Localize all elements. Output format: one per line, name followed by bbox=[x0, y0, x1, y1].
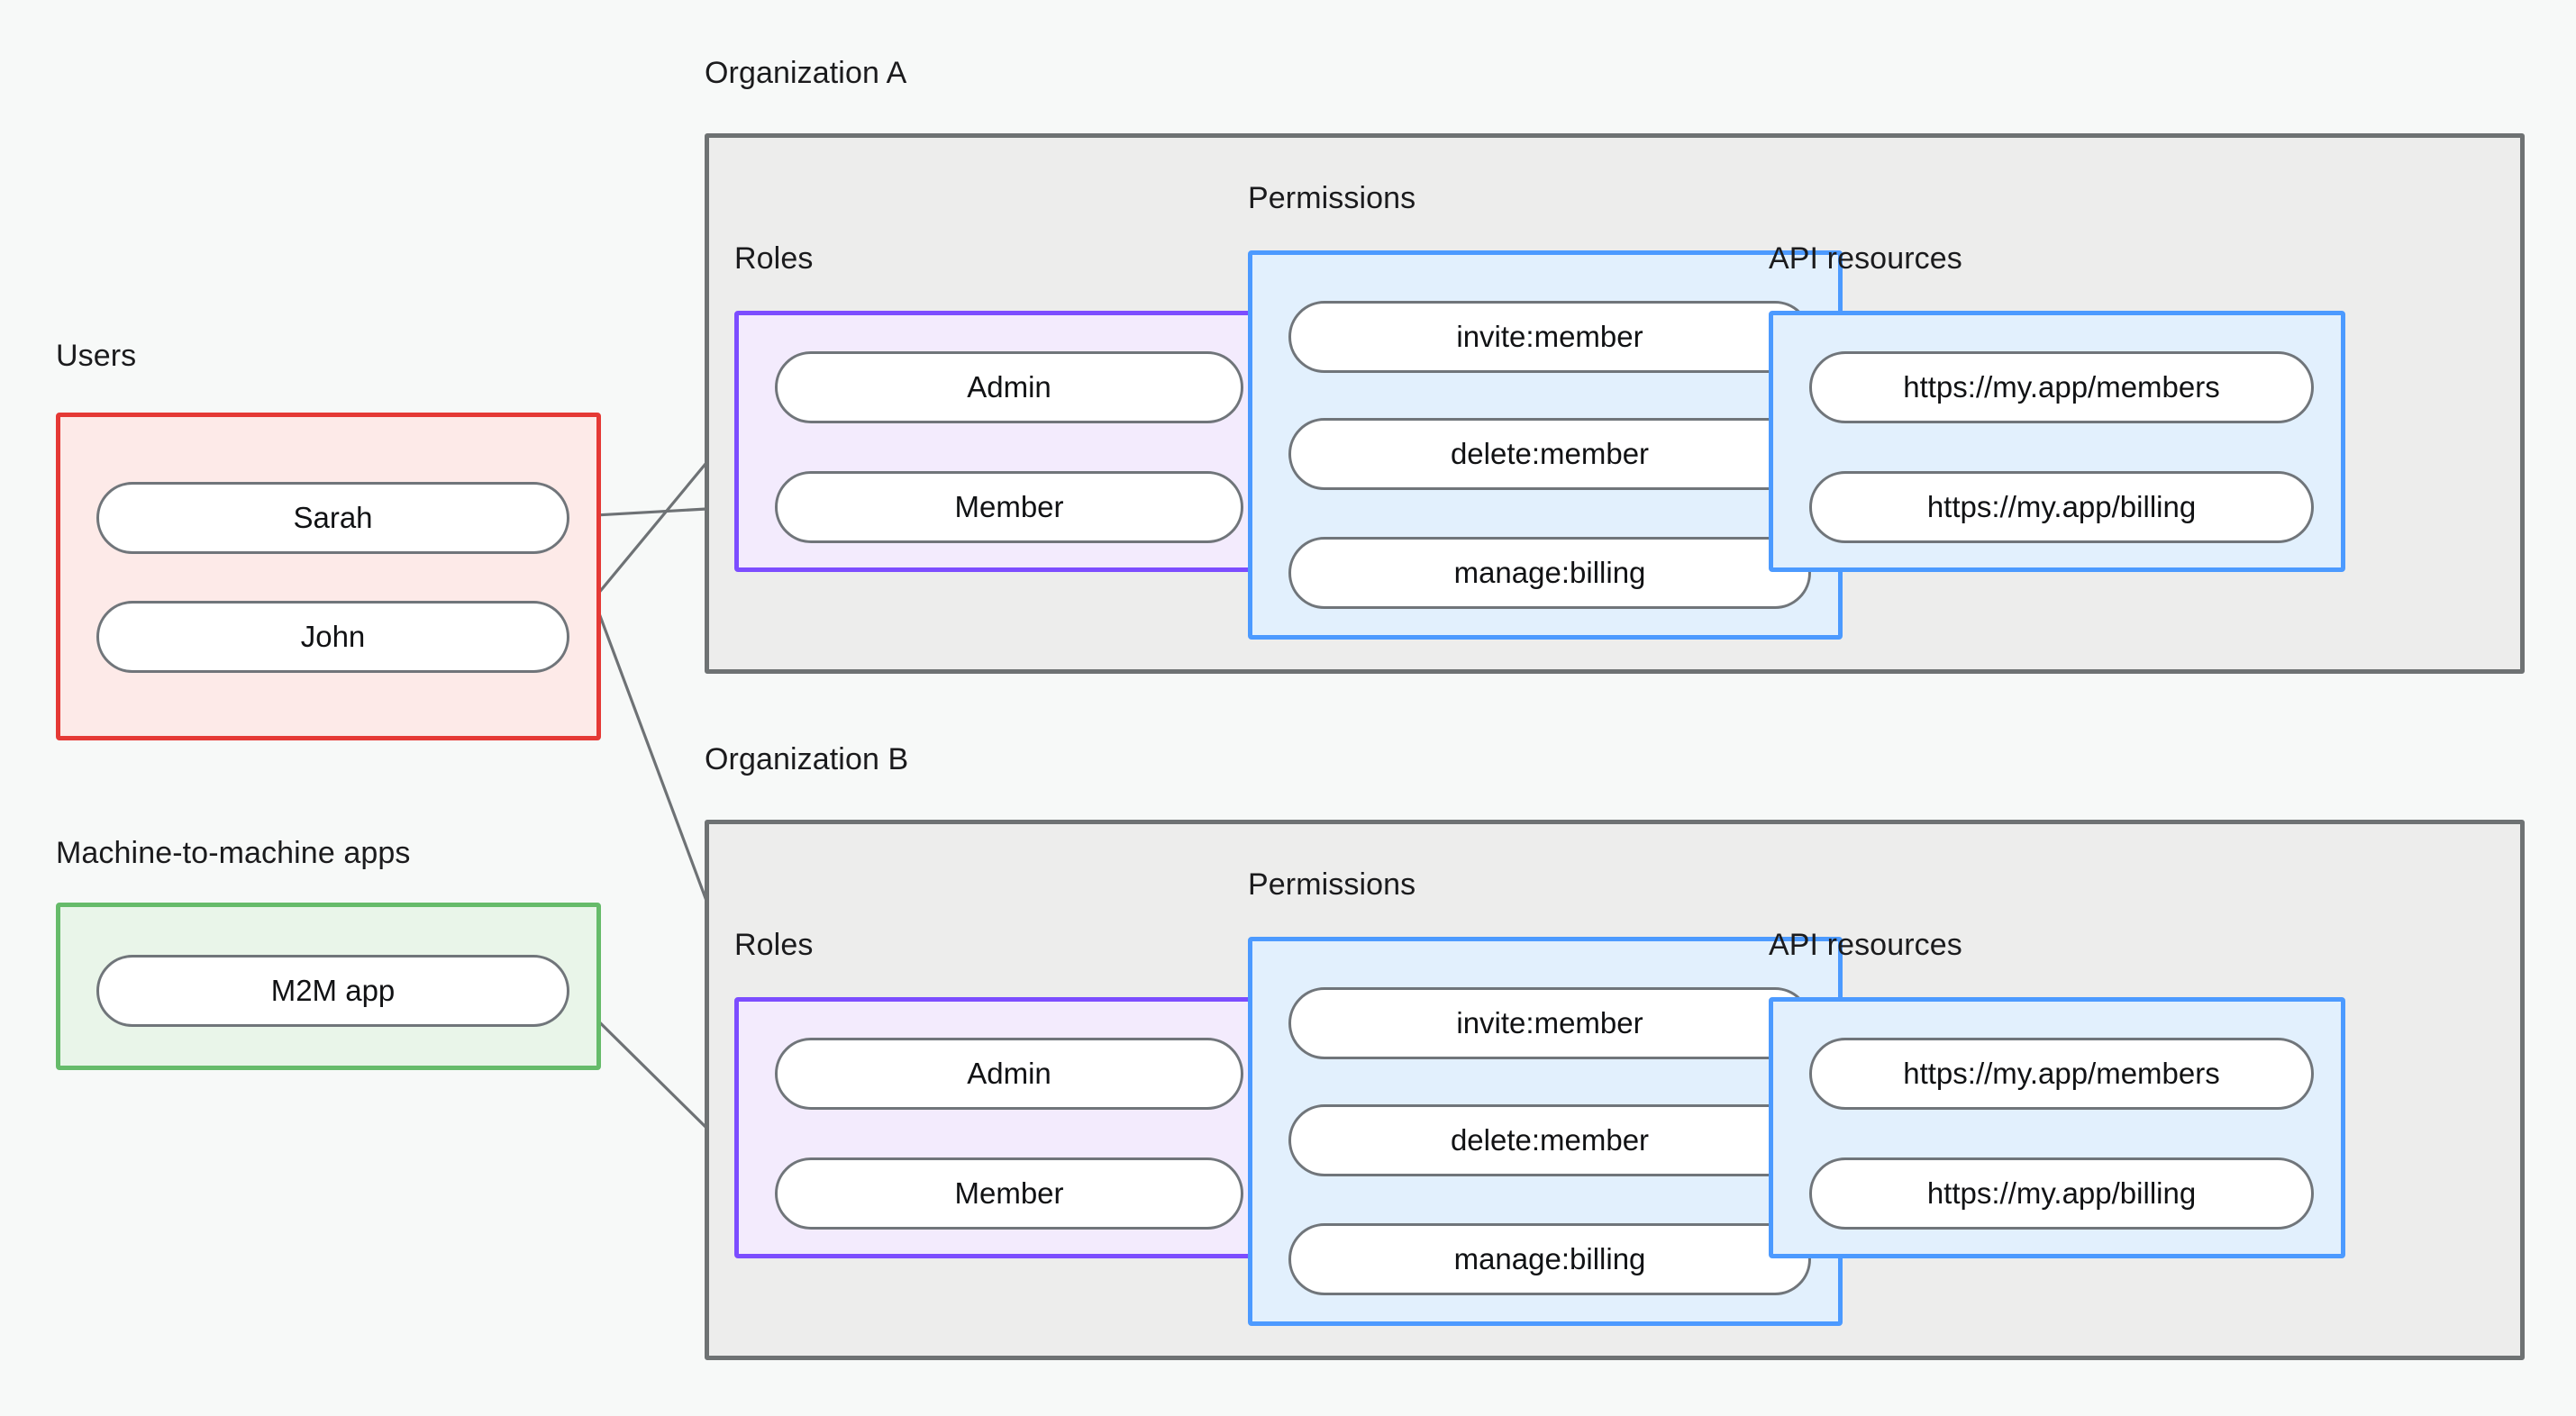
org-b-api-billing[interactable]: https://my.app/billing bbox=[1809, 1157, 2314, 1230]
org-b-api-caption: API resources bbox=[1769, 928, 1962, 962]
user-node-john[interactable]: John bbox=[96, 601, 569, 673]
org-b-role-admin[interactable]: Admin bbox=[775, 1038, 1243, 1110]
org-a-permissions-container: invite:member delete:member manage:billi… bbox=[1248, 250, 1843, 640]
org-b-permission-manage-billing[interactable]: manage:billing bbox=[1288, 1223, 1811, 1295]
org-a-permission-invite-member[interactable]: invite:member bbox=[1288, 301, 1811, 373]
org-a-permission-manage-billing[interactable]: manage:billing bbox=[1288, 537, 1811, 609]
org-b-permissions-caption: Permissions bbox=[1248, 867, 1416, 902]
org-b-permissions-container: invite:member delete:member manage:billi… bbox=[1248, 937, 1843, 1326]
m2m-caption: Machine-to-machine apps bbox=[56, 836, 411, 870]
org-a-roles-container: Admin Member bbox=[734, 311, 1275, 572]
org-b-api-container: https://my.app/members https://my.app/bi… bbox=[1769, 997, 2345, 1258]
org-a-api-container: https://my.app/members https://my.app/bi… bbox=[1769, 311, 2345, 572]
org-a-roles-caption: Roles bbox=[734, 241, 814, 276]
org-b-roles-container: Admin Member bbox=[734, 997, 1275, 1258]
m2m-node-app[interactable]: M2M app bbox=[96, 955, 569, 1027]
users-caption: Users bbox=[56, 339, 137, 373]
org-a-role-admin[interactable]: Admin bbox=[775, 351, 1243, 423]
org-b-container: Roles Admin Member Permissions invite:me… bbox=[705, 820, 2525, 1360]
org-a-caption: Organization A bbox=[705, 56, 907, 90]
org-b-role-member[interactable]: Member bbox=[775, 1157, 1243, 1230]
org-a-permission-delete-member[interactable]: delete:member bbox=[1288, 418, 1811, 490]
org-b-api-members[interactable]: https://my.app/members bbox=[1809, 1038, 2314, 1110]
org-a-permissions-caption: Permissions bbox=[1248, 181, 1416, 215]
user-node-sarah[interactable]: Sarah bbox=[96, 482, 569, 554]
m2m-container: M2M app bbox=[56, 903, 601, 1070]
org-b-caption: Organization B bbox=[705, 742, 909, 776]
org-b-roles-caption: Roles bbox=[734, 928, 814, 962]
org-a-api-caption: API resources bbox=[1769, 241, 1962, 276]
org-a-api-members[interactable]: https://my.app/members bbox=[1809, 351, 2314, 423]
org-b-permission-delete-member[interactable]: delete:member bbox=[1288, 1104, 1811, 1176]
users-container: Sarah John bbox=[56, 413, 601, 740]
org-a-container: Roles Admin Member Permissions invite:me… bbox=[705, 133, 2525, 674]
org-b-permission-invite-member[interactable]: invite:member bbox=[1288, 987, 1811, 1059]
org-a-role-member[interactable]: Member bbox=[775, 471, 1243, 543]
org-a-api-billing[interactable]: https://my.app/billing bbox=[1809, 471, 2314, 543]
